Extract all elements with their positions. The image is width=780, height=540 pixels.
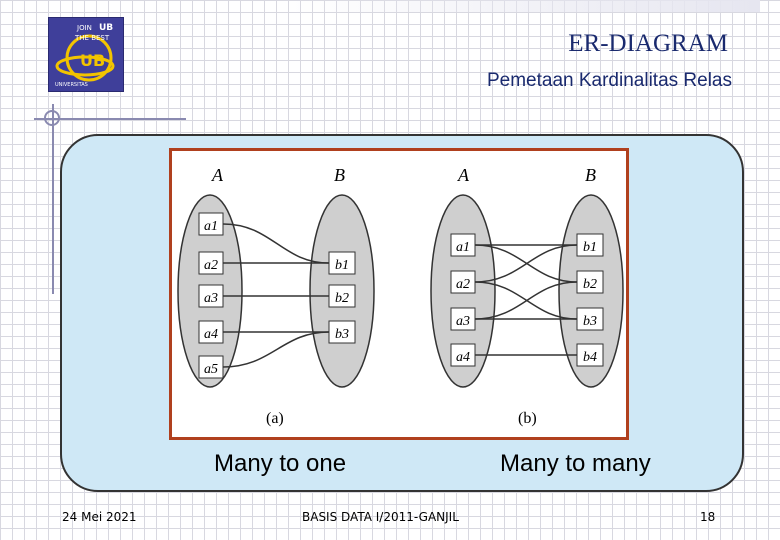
logo-text-join: JOIN (76, 24, 92, 32)
decorative-horizontal-line (34, 118, 186, 120)
decorative-circle (44, 110, 60, 126)
svg-text:b3: b3 (335, 327, 349, 342)
svg-text:a5: a5 (204, 362, 218, 377)
element-a5: a5 (198, 355, 224, 379)
element-a3: a3 (450, 307, 476, 331)
svg-text:b1: b1 (335, 258, 349, 273)
element-b4: b4 (576, 343, 604, 367)
diagram-many-to-many: A B a1 a2 a3 a4 b1 b2 b3 b4 (b) (430, 165, 624, 427)
svg-text:b1: b1 (583, 240, 597, 255)
element-b1: b1 (328, 251, 356, 275)
logo-text-the-best: THE BEST (74, 34, 110, 42)
svg-text:b4: b4 (583, 350, 597, 365)
svg-text:a2: a2 (456, 277, 470, 292)
svg-text:a2: a2 (204, 258, 218, 273)
link-a1-b1 (222, 223, 330, 264)
svg-text:b2: b2 (583, 277, 597, 292)
set-a-label: A (211, 165, 224, 185)
element-b3: b3 (576, 307, 604, 331)
element-a2: a2 (450, 270, 476, 294)
svg-text:a3: a3 (456, 314, 470, 329)
decorative-vertical-line (52, 104, 54, 294)
element-b3: b3 (328, 320, 356, 344)
element-b2: b2 (328, 284, 356, 308)
caption-many-to-one: Many to one (214, 450, 347, 477)
set-b-label: B (585, 165, 596, 185)
svg-text:b3: b3 (583, 314, 597, 329)
top-decoration-bar (290, 0, 760, 12)
link-a5-b3 (222, 331, 330, 368)
diagram-caption-a: (a) (266, 410, 284, 427)
logo-text-caption: UNIVERSITAS (55, 82, 88, 88)
svg-text:a1: a1 (456, 240, 470, 255)
page-title: ER-DIAGRAM (568, 30, 728, 57)
footer-date: 24 Mei 2021 (62, 510, 137, 524)
link-a3-b2 (474, 281, 578, 320)
element-b1: b1 (576, 233, 604, 257)
diagram-many-to-one: A B a1 a2 a3 a4 a5 b1 b2 b3 (a) (177, 165, 375, 427)
university-logo: JOIN UB THE BEST UB UNIVERSITAS (48, 17, 124, 92)
element-a3: a3 (198, 284, 224, 308)
element-a1: a1 (198, 212, 224, 236)
page-subtitle: Pemetaan Kardinalitas Relas (486, 70, 732, 91)
svg-text:a4: a4 (456, 350, 470, 365)
svg-text:b2: b2 (335, 291, 349, 306)
logo-text-ub: UB (80, 51, 105, 70)
caption-many-to-many: Many to many (500, 450, 651, 477)
cardinality-figure: A B a1 a2 a3 a4 a5 b1 b2 b3 (a) A B (169, 148, 629, 440)
element-a4: a4 (198, 320, 224, 344)
svg-text:a1: a1 (204, 219, 218, 234)
logo-text-ub-small: UB (99, 23, 113, 33)
element-b2: b2 (576, 270, 604, 294)
element-a2: a2 (198, 251, 224, 275)
element-a1: a1 (450, 233, 476, 257)
footer-course: BASIS DATA I/2011-GANJIL (302, 510, 459, 524)
set-a-label: A (457, 165, 470, 185)
link-a2-b1 (474, 244, 578, 283)
svg-text:a4: a4 (204, 327, 218, 342)
footer-page-number: 18 (700, 510, 716, 524)
set-b-label: B (334, 165, 345, 185)
element-a4: a4 (450, 343, 476, 367)
diagram-caption-b: (b) (518, 410, 537, 427)
svg-text:a3: a3 (204, 291, 218, 306)
